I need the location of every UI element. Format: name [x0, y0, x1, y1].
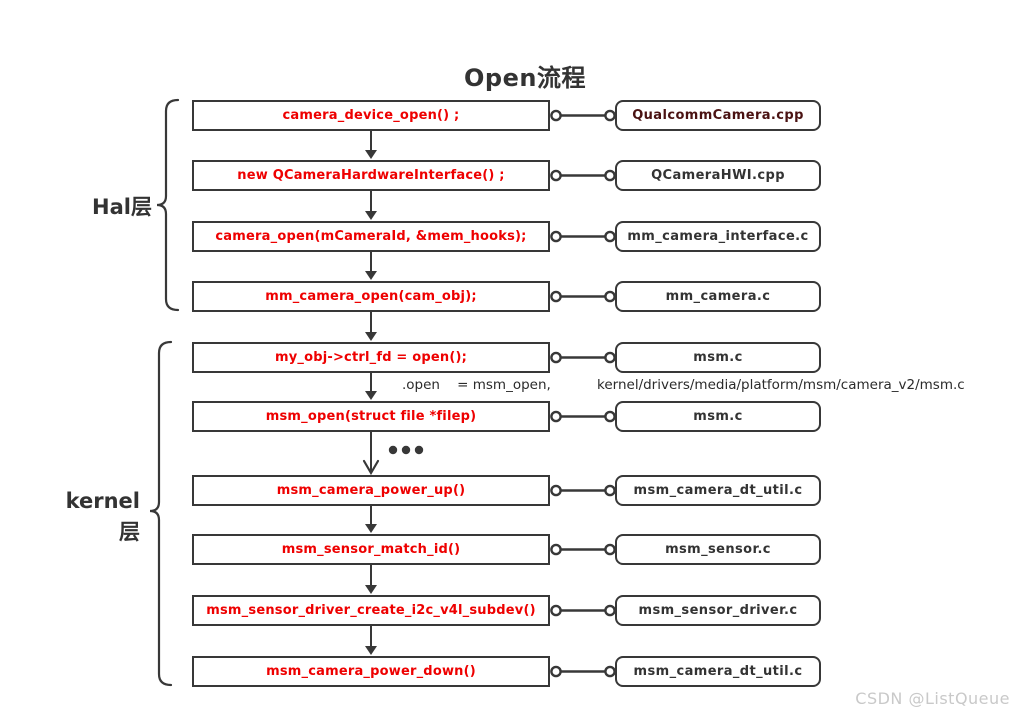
arrow-head-icon [365, 332, 377, 341]
arrow-head-icon [365, 271, 377, 280]
arrow-head-icon [365, 150, 377, 159]
connector-ring-icon [550, 290, 562, 303]
connector-ring-icon [604, 665, 616, 678]
connector-ring-icon [550, 484, 562, 497]
hal-layer-label: Hal层 [92, 195, 152, 219]
file-box-msm-c-1: msm.c [615, 342, 821, 373]
file-box-msm-camera-dt-util-1: msm_camera_dt_util.c [615, 475, 821, 506]
ellipsis-dots-icon [388, 445, 424, 455]
connector-ring-icon [550, 230, 562, 243]
connector-ring-icon [550, 410, 562, 423]
page-title: Open流程 [464, 64, 586, 92]
call-box-msm-open: msm_open(struct file *filep) [192, 401, 550, 432]
connector-ring-icon [604, 230, 616, 243]
file-label: QualcommCamera.cpp [632, 108, 804, 123]
file-label: msm_sensor.c [665, 542, 771, 557]
connector-ring-icon [550, 169, 562, 182]
connector [550, 351, 616, 364]
call-box-msm-sensor-driver-create: msm_sensor_driver_create_i2c_v4l_subdev(… [192, 595, 550, 626]
connector-ring-icon [604, 109, 616, 122]
connector-ring-icon [604, 543, 616, 556]
connector [550, 169, 616, 182]
file-box-msm-camera-dt-util-2: msm_camera_dt_util.c [615, 656, 821, 687]
call-box-new-qcamerahardwareinterface: new QCameraHardwareInterface() ; [192, 160, 550, 191]
call-label: msm_open(struct file *filep) [265, 409, 477, 424]
connector-ring-icon [550, 665, 562, 678]
kernel-layer-label: kernel 层 [65, 489, 140, 544]
call-label: my_obj->ctrl_fd = open(); [274, 350, 468, 365]
file-label: msm_sensor_driver.c [638, 603, 798, 618]
file-label: msm.c [693, 409, 743, 424]
connector-ring-icon [550, 604, 562, 617]
call-label: msm_camera_power_up() [276, 483, 466, 498]
call-label: msm_camera_power_down() [266, 664, 476, 679]
arrow-head-icon [365, 391, 377, 400]
file-box-qcamerahwi: QCameraHWI.cpp [615, 160, 821, 191]
kernel-layer-brace [149, 340, 173, 687]
connector-ring-icon [604, 484, 616, 497]
file-box-msm-c-2: msm.c [615, 401, 821, 432]
connector-ring-icon [604, 604, 616, 617]
connector-ring-icon [604, 351, 616, 364]
connector [550, 230, 616, 243]
file-box-mm-camera: mm_camera.c [615, 281, 821, 312]
call-box-camera-open: camera_open(mCameraId, &mem_hooks); [192, 221, 550, 252]
kernel-source-path-note: kernel/drivers/media/platform/msm/camera… [597, 377, 965, 393]
connector [550, 484, 616, 497]
file-label: mm_camera_interface.c [627, 229, 809, 244]
connector [550, 410, 616, 423]
file-label: msm_camera_dt_util.c [633, 483, 803, 498]
arrow-head-icon [365, 524, 377, 533]
file-label: msm_camera_dt_util.c [633, 664, 803, 679]
call-label: mm_camera_open(cam_obj); [265, 289, 477, 304]
file-box-msm-sensor: msm_sensor.c [615, 534, 821, 565]
connector-ring-icon [550, 351, 562, 364]
connector-ring-icon [550, 109, 562, 122]
call-box-camera-device-open: camera_device_open() ; [192, 100, 550, 131]
connector [550, 290, 616, 303]
csdn-watermark: CSDN @ListQueue [855, 689, 1010, 708]
call-label: camera_device_open() ; [282, 108, 460, 123]
call-label: msm_sensor_driver_create_i2c_v4l_subdev(… [206, 603, 536, 618]
call-box-msm-camera-power-down: msm_camera_power_down() [192, 656, 550, 687]
connector-ring-icon [604, 169, 616, 182]
connector [550, 109, 616, 122]
connector [550, 665, 616, 678]
file-box-msm-sensor-driver: msm_sensor_driver.c [615, 595, 821, 626]
file-box-mm-camera-interface: mm_camera_interface.c [615, 221, 821, 252]
arrow-head-icon [365, 585, 377, 594]
file-box-qualcommcamera: QualcommCamera.cpp [615, 100, 821, 131]
connector [550, 604, 616, 617]
hal-layer-brace [156, 98, 180, 312]
connector-ring-icon [550, 543, 562, 556]
open-assignment-note: .open = msm_open, [402, 377, 551, 393]
call-box-msm-camera-power-up: msm_camera_power_up() [192, 475, 550, 506]
connector [550, 543, 616, 556]
connector-ring-icon [604, 290, 616, 303]
call-label: msm_sensor_match_id() [281, 542, 461, 557]
call-box-msm-sensor-match-id: msm_sensor_match_id() [192, 534, 550, 565]
file-label: mm_camera.c [665, 289, 771, 304]
arrow-head-icon [365, 646, 377, 655]
connector-ring-icon [604, 410, 616, 423]
call-box-mm-camera-open: mm_camera_open(cam_obj); [192, 281, 550, 312]
arrow-head-icon [365, 211, 377, 220]
call-label: camera_open(mCameraId, &mem_hooks); [215, 229, 527, 244]
call-box-ctrl-fd-open: my_obj->ctrl_fd = open(); [192, 342, 550, 373]
open-arrow-head-icon [362, 459, 380, 476]
file-label: QCameraHWI.cpp [651, 168, 785, 183]
file-label: msm.c [693, 350, 743, 365]
call-label: new QCameraHardwareInterface() ; [237, 168, 505, 183]
